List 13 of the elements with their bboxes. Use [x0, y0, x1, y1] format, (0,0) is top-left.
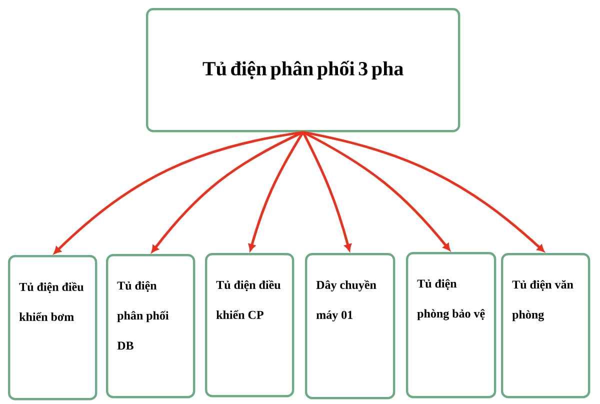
category-box: Tủ điện phòng bảo vệ [406, 252, 496, 398]
arrow [151, 131, 304, 253]
category-box: Tủ điện điều khiển bơm [8, 254, 98, 400]
category-box: Dây chuyền máy 01 [305, 253, 396, 400]
arrow [302, 130, 544, 252]
arrow [302, 132, 352, 252]
category-box: Tủ điện điều khiển CP [205, 253, 294, 398]
category-box: Tủ điện phân phối DB [106, 254, 196, 398]
title-box: Tủ điện phân phối 3 pha [146, 8, 460, 132]
arrow [302, 131, 450, 251]
category-box: Tủ điện văn phòng [501, 253, 590, 398]
arrow [248, 132, 304, 252]
arrow [54, 130, 304, 254]
